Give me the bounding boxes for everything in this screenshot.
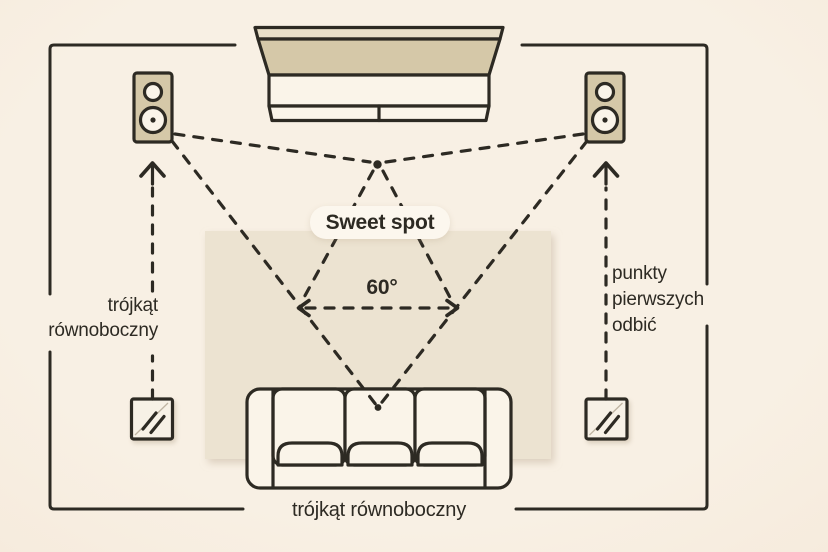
axis-right-speaker-to-sweet-spot xyxy=(384,132,585,164)
tv-screen xyxy=(256,37,502,77)
first-reflection-arrow-right xyxy=(592,161,620,401)
room-outline xyxy=(48,43,709,511)
left-speaker-tweeter xyxy=(142,81,164,103)
acoustic-panel-left xyxy=(129,397,175,441)
sofa xyxy=(245,387,513,490)
room-wall-top-left xyxy=(48,43,237,296)
sofa-seat-pillow xyxy=(416,441,484,467)
sweet-spot-label: Sweet spot xyxy=(310,206,450,239)
first-reflection-points-note: punkty pierwszych odbić xyxy=(612,263,704,336)
angle-measure-arrow xyxy=(296,298,460,318)
room-wall-top-right xyxy=(520,43,709,286)
arrowhead-up-icon xyxy=(592,161,620,178)
arrowhead-left-icon xyxy=(296,298,311,318)
room-wall-bottom-right xyxy=(514,324,709,511)
right-speaker xyxy=(584,71,626,144)
arrowhead-right-icon xyxy=(445,298,460,318)
sweet-spot-dot xyxy=(373,160,382,169)
right-speaker-tweeter xyxy=(594,81,616,103)
sofa-seat-pillow xyxy=(346,441,414,467)
tv xyxy=(253,25,505,123)
tv-top-edge xyxy=(253,25,505,41)
equilateral-triangle-note-bottom: trójkąt równoboczny xyxy=(291,499,467,521)
panel-reflection-stroke xyxy=(603,414,621,435)
tv-front xyxy=(267,73,491,108)
equilateral-triangle-note-left: trójkąt równoboczny xyxy=(48,295,158,341)
listening-position-dot xyxy=(374,404,382,411)
axis-left-speaker-to-sweet-spot xyxy=(173,132,372,164)
angle-label: 60° xyxy=(366,276,398,299)
panel-reflection-stroke xyxy=(595,411,613,431)
left-speaker-woofer-dot xyxy=(150,117,156,123)
panel-reflection-stroke xyxy=(141,411,158,431)
first-reflection-arrow-left xyxy=(139,161,166,401)
arrowhead-up-icon xyxy=(139,161,166,178)
triangle-side-right xyxy=(377,139,589,408)
triangle-side-left xyxy=(170,139,379,408)
acoustic-panel-right xyxy=(584,397,629,441)
sofa-seat-pillow xyxy=(276,441,344,467)
right-speaker-woofer-dot xyxy=(602,117,608,123)
room-wall-bottom-left xyxy=(48,350,245,511)
panel-reflection-stroke xyxy=(149,414,166,435)
left-speaker xyxy=(132,71,174,144)
